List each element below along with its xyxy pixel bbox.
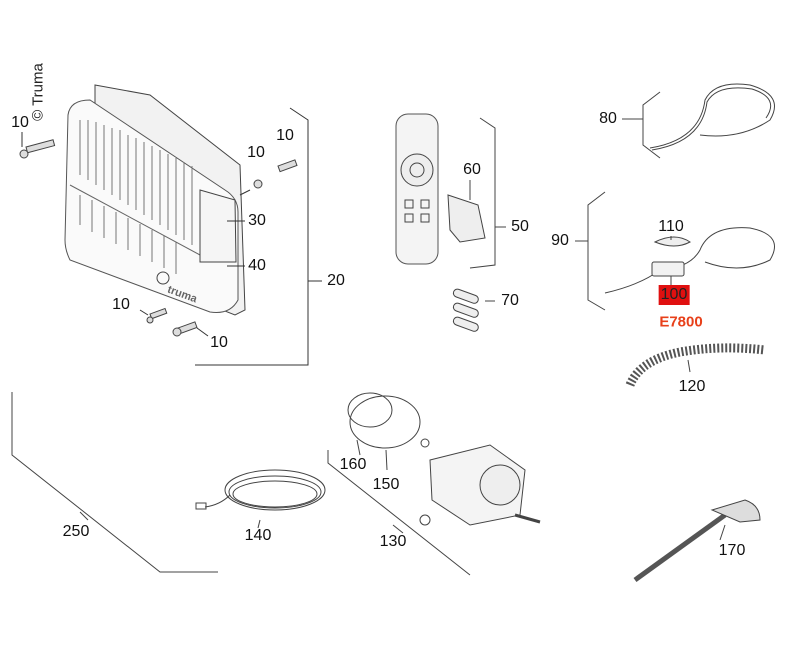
part-label-130[interactable]: 130 xyxy=(379,533,407,550)
heater-unit-drawing xyxy=(64,84,246,316)
part-label-140[interactable]: 140 xyxy=(244,527,272,544)
part-label-10[interactable]: 10 xyxy=(247,144,265,161)
part-label-10[interactable]: 10 xyxy=(112,296,130,313)
part-label-90[interactable]: 90 xyxy=(551,232,569,249)
screws-drawing xyxy=(19,139,298,337)
part-label-70[interactable]: 70 xyxy=(501,292,519,309)
part-label-100-highlighted[interactable]: 100 xyxy=(658,285,690,305)
part-label-120[interactable]: 120 xyxy=(678,378,706,395)
part-label-160[interactable]: 160 xyxy=(339,456,367,473)
part-label-80[interactable]: 80 xyxy=(599,110,617,127)
part-label-170[interactable]: 170 xyxy=(718,542,746,559)
part-label-30[interactable]: 30 xyxy=(248,212,266,229)
remote-drawing xyxy=(395,113,506,332)
part-label-10[interactable]: 10 xyxy=(276,127,294,144)
part-label-250[interactable]: 250 xyxy=(62,523,90,540)
copyright-text: © Truma xyxy=(29,63,47,121)
part-label-20[interactable]: 20 xyxy=(327,272,345,289)
part-label-40[interactable]: 40 xyxy=(248,257,266,274)
part-code-e7800[interactable]: E7800 xyxy=(659,313,703,331)
part-label-10[interactable]: 10 xyxy=(11,114,29,131)
part-label-50[interactable]: 50 xyxy=(511,218,529,235)
part-label-10[interactable]: 10 xyxy=(210,334,228,351)
part-label-150[interactable]: 150 xyxy=(372,476,400,493)
cables-drawing xyxy=(575,83,775,583)
part-label-60[interactable]: 60 xyxy=(463,161,481,178)
bottom-parts-drawing xyxy=(11,392,541,576)
part-label-110[interactable]: 110 xyxy=(658,218,684,235)
